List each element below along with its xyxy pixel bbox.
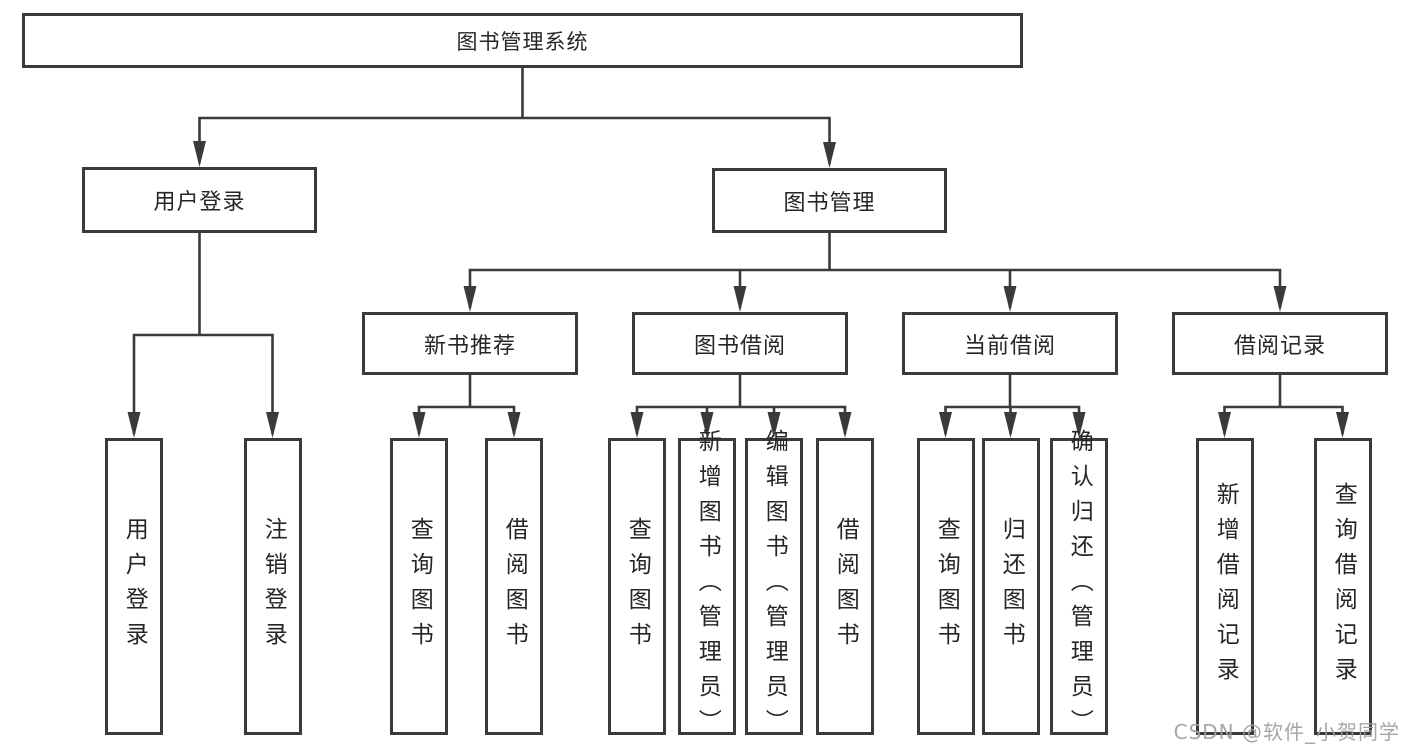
arrowhead [939,412,952,438]
node-current-borrowing-label: 当前借阅 [963,333,1056,359]
leaf-confirm-return-admin: 确认归还（管理员） [1050,429,1108,744]
node-new-book-recommend-label: 新书推荐 [423,333,516,359]
node-book-borrowing: 图书借阅 [632,312,848,375]
arrowhead [1218,412,1231,438]
leaf-query-books-recommend-label: 查询图书 [406,516,433,657]
arrowhead [412,412,426,438]
arrowhead [193,141,206,167]
leaf-return-book-label: 归还图书 [998,516,1025,657]
arrowhead [700,412,714,438]
node-root: 图书管理系统 [22,13,1023,68]
arrowhead [1003,286,1017,312]
arrowhead [838,412,852,438]
node-book-management: 图书管理 [712,168,947,233]
leaf-user-login-label: 用户登录 [121,516,148,657]
node-new-book-recommend: 新书推荐 [362,312,578,375]
leaf-query-books-current: 查询图书 [917,438,975,735]
node-user-login: 用户登录 [82,167,317,233]
leaf-query-books-borrowing: 查询图书 [608,438,666,735]
connector-group [132,66,1344,434]
leaf-edit-book-admin: 编辑图书（管理员） [745,429,803,744]
leaf-return-book: 归还图书 [982,438,1040,735]
leaf-query-books-current-label: 查询图书 [933,516,960,657]
leaf-query-books-borrowing-label: 查询图书 [624,516,651,657]
leaf-add-borrow-record: 新增借阅记录 [1196,438,1254,735]
arrowhead [1004,412,1017,438]
arrowhead [767,412,781,438]
node-book-borrowing-label: 图书借阅 [693,333,786,359]
leaf-borrow-books-recommend-label: 借阅图书 [501,516,528,657]
arrowhead [127,412,141,438]
leaf-borrow-books-borrowing: 借阅图书 [816,438,874,735]
leaf-query-books-recommend: 查询图书 [390,438,448,735]
leaf-logout-label: 注销登录 [260,516,287,657]
leaf-add-borrow-record-label: 新增借阅记录 [1212,481,1239,692]
node-book-management-label: 图书管理 [783,190,876,216]
leaf-borrow-books-recommend: 借阅图书 [485,438,543,735]
arrowhead [1072,412,1086,438]
leaf-borrow-books-borrowing-label: 借阅图书 [832,516,859,657]
leaf-add-book-admin-label: 新增图书（管理员） [694,429,721,744]
arrowhead [463,286,477,312]
node-borrowing-records: 借阅记录 [1172,312,1388,375]
arrowhead [266,412,279,438]
node-current-borrowing: 当前借阅 [902,312,1118,375]
leaf-query-borrow-record-label: 查询借阅记录 [1330,481,1357,692]
node-user-login-label: 用户登录 [153,190,246,215]
leaf-confirm-return-admin-label: 确认归还（管理员） [1066,429,1093,744]
arrowhead [1273,286,1287,312]
arrowhead [823,142,836,168]
arrowhead [630,412,644,438]
arrowheads [127,141,1349,438]
node-root-label: 图书管理系统 [456,29,589,54]
arrowhead [507,412,521,438]
arrowhead [1336,412,1349,438]
leaf-add-book-admin: 新增图书（管理员） [678,429,736,744]
node-borrowing-records-label: 借阅记录 [1233,333,1326,359]
watermark: CSDN @软件_小贺同学 [1173,720,1400,744]
leaf-user-login: 用户登录 [105,438,163,735]
leaf-edit-book-admin-label: 编辑图书（管理员） [761,429,788,744]
leaf-logout: 注销登录 [244,438,302,735]
leaf-query-borrow-record: 查询借阅记录 [1314,438,1372,735]
arrowhead [733,286,747,312]
